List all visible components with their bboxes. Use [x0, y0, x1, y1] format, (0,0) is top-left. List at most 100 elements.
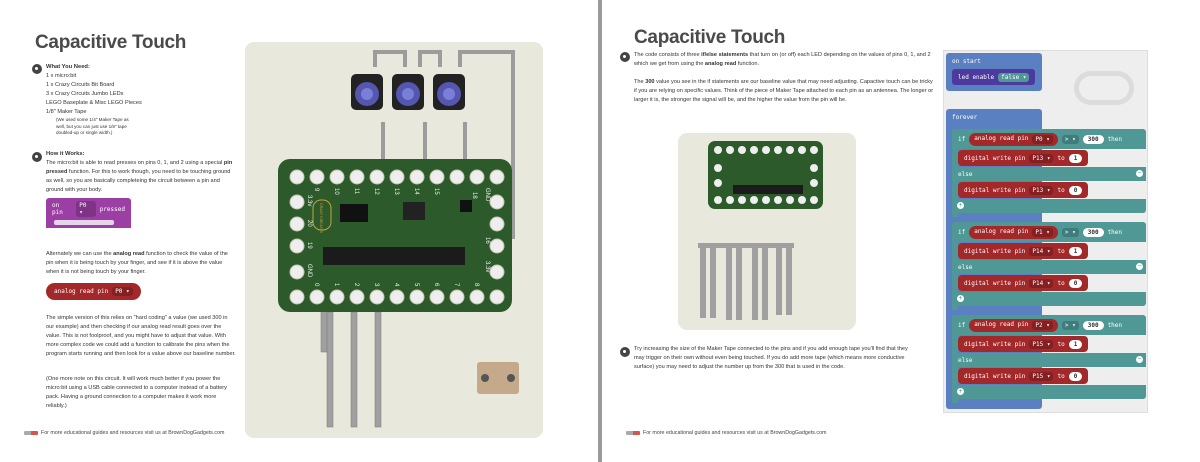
paragraph: The simple version of this relies on "ha…: [46, 315, 236, 357]
board-label-bottom: 5: [413, 283, 419, 287]
block-else: else: [958, 170, 973, 178]
block-out[interactable]: P14 ▾: [1029, 246, 1054, 256]
block-read: analog read pin: [974, 320, 1029, 328]
paragraph: Alternately we can use the analog read f…: [46, 251, 228, 275]
block-out[interactable]: P15 ▾: [1029, 339, 1054, 349]
block-off[interactable]: 0: [1068, 185, 1083, 195]
board-labels: 9 10 11 12 13 14 15 3.3v 20 19 GND 0 1 2…: [306, 188, 490, 287]
paragraph: The micro:bit is able to read presses on…: [46, 160, 233, 193]
block-write: digital write pin: [964, 154, 1026, 162]
block-write: digital write pin: [964, 372, 1026, 380]
crazy-circuits-logo: CRAZY CIRCUITS: [319, 203, 323, 234]
board-label-right: GND: [484, 188, 490, 202]
block-write: digital write pin: [964, 247, 1026, 255]
footer: For more educational guides and resource…: [626, 430, 826, 436]
block-write: digital write pin: [964, 340, 1026, 348]
page-divider: [598, 0, 602, 462]
block-pin[interactable]: P1 ▾: [1032, 227, 1053, 237]
board-label-left: 3.3v: [306, 195, 312, 206]
add-else-if-icon[interactable]: +: [956, 387, 965, 396]
block-value[interactable]: 300: [1082, 134, 1104, 144]
paragraph: Try increasing the size of the Maker Tap…: [634, 346, 908, 370]
board-label-left: 19: [306, 242, 312, 249]
footer: For more educational guides and resource…: [24, 430, 224, 436]
circuit-diagram: [698, 141, 823, 320]
board-label-top: 9: [313, 188, 319, 192]
section-heading: How it Works:: [46, 151, 85, 157]
block-if: if: [958, 228, 966, 236]
block-on[interactable]: 1: [1068, 246, 1083, 256]
block-to: to: [1057, 154, 1065, 162]
board-label-bottom: 8: [473, 283, 479, 287]
block-op[interactable]: > ▾: [1061, 227, 1079, 237]
board-label-bottom: 3: [373, 283, 379, 287]
list-item: 1 x micro:bit: [46, 73, 77, 79]
block-value[interactable]: 300: [1082, 320, 1104, 330]
list-item: LEGO Baseplate & Misc LEGO Pieces: [46, 100, 142, 106]
block-out[interactable]: P13 ▾: [1029, 153, 1054, 163]
bullet-icon: [32, 64, 42, 74]
board-label-bottom: 6: [433, 283, 439, 287]
block-read: analog read pin: [974, 227, 1029, 235]
block-to: to: [1057, 372, 1065, 380]
block-off[interactable]: 0: [1068, 371, 1083, 381]
block-pin[interactable]: P2 ▾: [1032, 320, 1053, 330]
paragraph: The code consists of three if/else state…: [634, 52, 931, 67]
paragraph: (One more note on this circuit. It will …: [46, 376, 227, 409]
block-out[interactable]: P13 ▾: [1029, 185, 1054, 195]
board-label-left: 20: [306, 220, 312, 227]
block-pin[interactable]: P0 ▾: [1032, 134, 1053, 144]
block-on[interactable]: 1: [1068, 153, 1083, 163]
board-label-bottom: 0: [313, 283, 319, 287]
add-else-if-icon[interactable]: +: [956, 201, 965, 210]
block-out[interactable]: P14 ▾: [1029, 278, 1054, 288]
block-if: if: [958, 321, 966, 329]
note: (We used some 1/4" Maker Tape as well, b…: [56, 117, 129, 135]
board-label-top: 14: [413, 188, 419, 195]
block-op[interactable]: > ▾: [1061, 134, 1079, 144]
board-label-top: 11: [353, 188, 359, 195]
block-label: on start: [952, 57, 981, 65]
section-heading: What You Need:: [46, 64, 90, 70]
board-label-bottom: 4: [393, 283, 399, 287]
block-op[interactable]: > ▾: [1061, 320, 1079, 330]
block-then: then: [1107, 321, 1123, 329]
circuit-image-small: [678, 133, 856, 330]
bit-board: 9 10 11 12 13 14 15 3.3v 20 19 GND 0 1 2…: [278, 159, 512, 312]
brand-logo-icon: [626, 431, 640, 435]
block-write: digital write pin: [964, 186, 1026, 194]
block-then: then: [1107, 135, 1123, 143]
block-to: to: [1057, 247, 1065, 255]
microbit: [477, 362, 519, 394]
block-to: to: [1057, 279, 1065, 287]
brand-logo-icon: [24, 431, 38, 435]
block-out[interactable]: P15 ▾: [1029, 371, 1054, 381]
block-on[interactable]: 1: [1068, 339, 1083, 349]
board-label-right: 16: [484, 237, 490, 244]
list-item: 1 x Crazy Circuits Bit Board: [46, 82, 115, 88]
board-label-bottom: 1: [333, 283, 339, 287]
remove-else-icon[interactable]: −: [1135, 169, 1144, 178]
board-label-top: 13: [393, 188, 399, 195]
block-to: to: [1057, 340, 1065, 348]
what-you-need-section: What You Need: 1 x micro:bit 1 x Crazy C…: [46, 63, 226, 137]
block-value[interactable]: 300: [1082, 227, 1104, 237]
remove-else-icon[interactable]: −: [1135, 262, 1144, 271]
block-off[interactable]: 0: [1068, 278, 1083, 288]
board-label-top: 15: [433, 188, 439, 195]
board-label-bottom: 2: [353, 283, 359, 287]
block-label: forever: [952, 113, 978, 121]
microbit-icon: [1074, 71, 1134, 105]
add-else-if-icon[interactable]: +: [956, 294, 965, 303]
bullet-icon: [620, 52, 630, 62]
block-read: analog read pin: [974, 134, 1029, 142]
remove-else-icon[interactable]: −: [1135, 355, 1144, 364]
